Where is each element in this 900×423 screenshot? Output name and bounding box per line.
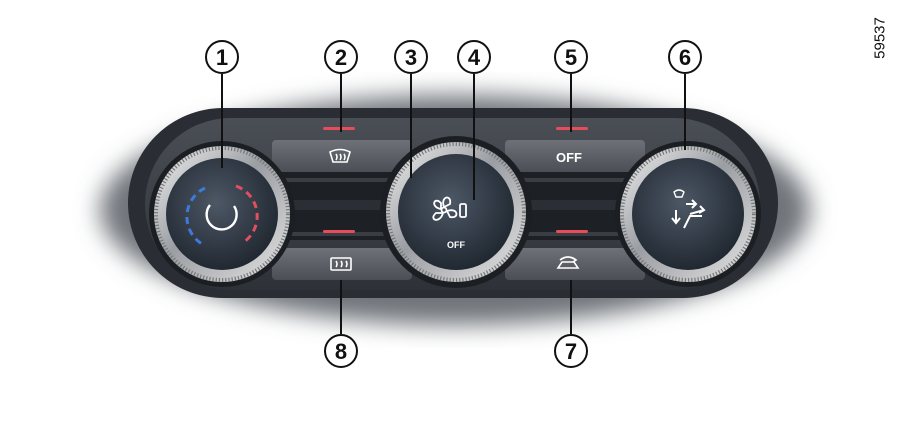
fan-off-label: OFF <box>447 240 465 250</box>
air-recirculation-icon <box>556 256 580 269</box>
svg-text:4: 4 <box>468 45 481 70</box>
mid-bar-left <box>290 200 410 210</box>
callout-badge-8: 8 <box>324 334 358 368</box>
svg-text:3: 3 <box>405 45 417 70</box>
temp-scale-hot <box>235 184 259 244</box>
callout-badge-6: 6 <box>668 40 702 74</box>
led-rear <box>323 230 355 233</box>
figure-reference: 59537 <box>870 8 890 68</box>
svg-text:5: 5 <box>565 45 577 70</box>
callout-badge-2: 2 <box>324 40 358 74</box>
callout-lines <box>221 74 686 334</box>
callout-badge-4: 4 <box>457 40 491 74</box>
svg-text:8: 8 <box>335 339 347 364</box>
temperature-indicator <box>205 204 238 231</box>
callout-badge-5: 5 <box>554 40 588 74</box>
led-windscreen <box>323 127 355 130</box>
fan-speed-knob[interactable]: OFF <box>380 136 532 288</box>
led-recirc <box>556 230 588 233</box>
callout-badge-3: 3 <box>394 40 428 74</box>
windscreen-demist-icon <box>329 148 351 163</box>
svg-text:6: 6 <box>679 45 691 70</box>
off-button-label: OFF <box>556 150 582 165</box>
svg-text:7: 7 <box>565 339 577 364</box>
fan-icon <box>432 196 467 221</box>
mid-bar-right <box>510 200 630 210</box>
off-button[interactable] <box>505 140 645 172</box>
air-distribution-icon <box>671 189 706 229</box>
svg-text:1: 1 <box>216 45 228 70</box>
rear-window-demist-icon <box>330 257 352 271</box>
callout-badge-7: 7 <box>554 334 588 368</box>
windscreen-demist-button[interactable] <box>272 140 412 172</box>
air-distribution-knob[interactable] <box>615 141 761 287</box>
temperature-knob[interactable] <box>149 141 295 287</box>
figure-reference-number: 59537 <box>871 17 889 59</box>
callout-badge-1: 1 <box>205 40 239 74</box>
svg-text:2: 2 <box>335 45 347 70</box>
